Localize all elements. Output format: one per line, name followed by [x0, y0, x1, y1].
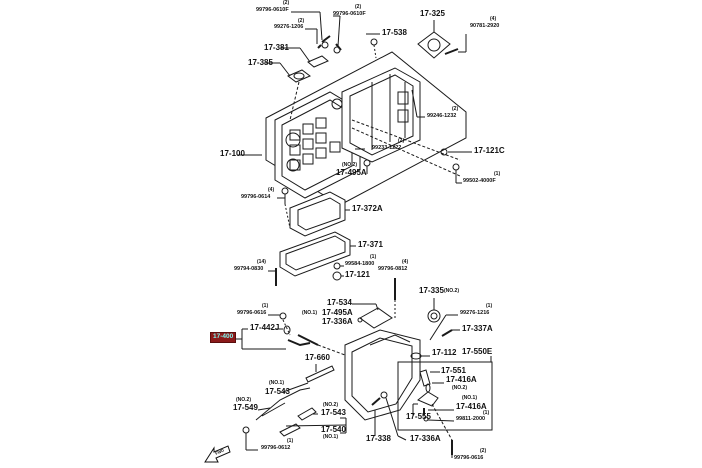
part-quantity: (1)	[486, 303, 493, 309]
part-quantity: (NO.1)	[462, 395, 477, 401]
part-label-17-540[interactable]: 17-540	[321, 425, 346, 434]
part-label-17-495a[interactable]: 17-495A	[322, 308, 353, 317]
part-label-17-337a[interactable]: 17-337A	[462, 324, 493, 333]
case-group-outline	[265, 51, 467, 206]
part-label-17-338[interactable]: 17-338	[366, 434, 391, 443]
part-label-99276-1206[interactable]: 99276-1206	[274, 24, 304, 30]
fwd-label: FWD	[214, 447, 224, 455]
part-label-99811-2000[interactable]: 99811-2000	[456, 416, 486, 422]
part-label-99794-0830[interactable]: 99794-0830	[234, 266, 264, 272]
part-label-17-335[interactable]: 17-335	[419, 286, 444, 295]
part-quantity: (1)	[370, 254, 377, 260]
cover-17-372a	[289, 191, 346, 237]
part-label-17-551[interactable]: 17-551	[441, 366, 466, 375]
part-label-99796-0812[interactable]: 99796-0812	[378, 266, 408, 272]
box-17-550e	[397, 361, 493, 431]
part-quantity: (2)	[452, 106, 459, 112]
part-label-99796-0614[interactable]: 99796-0614	[241, 194, 271, 200]
part-label-17-325[interactable]: 17-325	[420, 9, 445, 18]
part-label-17-336a[interactable]: 17-336A	[322, 317, 353, 326]
part-label-17-112[interactable]: 17-112	[432, 348, 457, 357]
gasket-17-381	[307, 55, 329, 68]
part-quantity: (NO.1)	[323, 434, 338, 440]
seal-17-335	[427, 309, 441, 323]
fwd-arrow-icon: FWD	[204, 445, 231, 463]
part-label-99276-1216[interactable]: 99276-1216	[460, 310, 490, 316]
part-quantity: (2)	[398, 138, 405, 144]
gasket-17-385	[287, 69, 311, 83]
part-quantity: (4)	[490, 16, 497, 22]
oil-pan-17-371	[279, 231, 351, 277]
part-label-17-372a[interactable]: 17-372A	[352, 204, 383, 213]
part-quantity: (1)	[483, 410, 490, 416]
part-label-99796-0612[interactable]: 99796-0612	[261, 445, 291, 451]
part-label-17-543[interactable]: 17-543	[265, 387, 290, 396]
part-quantity: (1)	[494, 171, 501, 177]
part-quantity: (NO.2)	[342, 162, 357, 168]
part-quantity: (NO.2)	[236, 397, 251, 403]
part-quantity: (NO.1)	[302, 310, 317, 316]
part-quantity: (1)	[287, 438, 294, 444]
part-label-90781-2920[interactable]: 90781-2920	[470, 23, 500, 29]
plate-17-325	[417, 31, 451, 59]
rail-17-543-no1	[282, 382, 309, 393]
part-label-99246-1232[interactable]: 99246-1232	[427, 113, 457, 119]
part-quantity: (NO.2)	[323, 402, 338, 408]
part-label-99584-1800[interactable]: 99584-1800	[345, 261, 375, 267]
fork-17-549	[255, 387, 311, 421]
part-quantity: (4)	[268, 187, 275, 193]
part-label-17-336a[interactable]: 17-336A	[410, 434, 441, 443]
part-label-17-121c[interactable]: 17-121C	[474, 146, 505, 155]
part-label-17-381[interactable]: 17-381	[264, 43, 289, 52]
part-quantity: (2)	[298, 18, 305, 24]
part-label-17-538[interactable]: 17-538	[382, 28, 407, 37]
part-label-17-400[interactable]: 17-400	[210, 332, 237, 343]
part-label-17-371[interactable]: 17-371	[358, 240, 383, 249]
part-label-17-100[interactable]: 17-100	[220, 149, 245, 158]
part-quantity: (1)	[262, 303, 269, 309]
part-label-17-121[interactable]: 17-121	[345, 270, 370, 279]
part-label-99502-4000f[interactable]: 99502-4000F	[463, 178, 496, 184]
part-label-99233-1222[interactable]: 99233-1222	[372, 145, 402, 151]
part-quantity: (NO.2)	[444, 288, 459, 294]
part-label-17-550e[interactable]: 17-550E	[462, 347, 493, 356]
part-quantity: (4)	[402, 259, 409, 265]
part-quantity: (14)	[257, 259, 266, 265]
rail-17-660	[305, 365, 335, 383]
part-quantity: (2)	[283, 0, 290, 6]
part-label-17-385[interactable]: 17-385	[248, 58, 273, 67]
part-quantity: (2)	[355, 4, 362, 10]
part-label-17-416a[interactable]: 17-416A	[446, 375, 477, 384]
part-label-99796-0610f[interactable]: 99796-0610F	[256, 7, 289, 13]
part-label-99796-0616[interactable]: 99796-0616	[237, 310, 267, 316]
part-label-17-555[interactable]: 17-555	[406, 412, 431, 421]
part-label-17-495a[interactable]: 17-495A	[336, 168, 367, 177]
transmission-case-17-100	[274, 91, 361, 199]
part-label-17-660[interactable]: 17-660	[305, 353, 330, 362]
extension-housing-17-400	[344, 329, 421, 421]
rear-housing	[341, 67, 421, 163]
part-quantity: (2)	[480, 448, 487, 454]
part-label-99796-0616[interactable]: 99796-0616	[454, 455, 484, 461]
part-label-17-549[interactable]: 17-549	[233, 403, 258, 412]
part-label-17-416a[interactable]: 17-416A	[456, 402, 487, 411]
part-label-17-543[interactable]: 17-543	[321, 408, 346, 417]
gasket-17-534	[359, 307, 393, 329]
part-quantity: (NO.1)	[269, 380, 284, 386]
part-label-17-534[interactable]: 17-534	[327, 298, 352, 307]
part-quantity: (NO.2)	[452, 385, 467, 391]
part-label-17-442j[interactable]: 17-442J	[250, 323, 280, 332]
part-label-99796-0610f[interactable]: 99796-0610F	[333, 11, 366, 17]
